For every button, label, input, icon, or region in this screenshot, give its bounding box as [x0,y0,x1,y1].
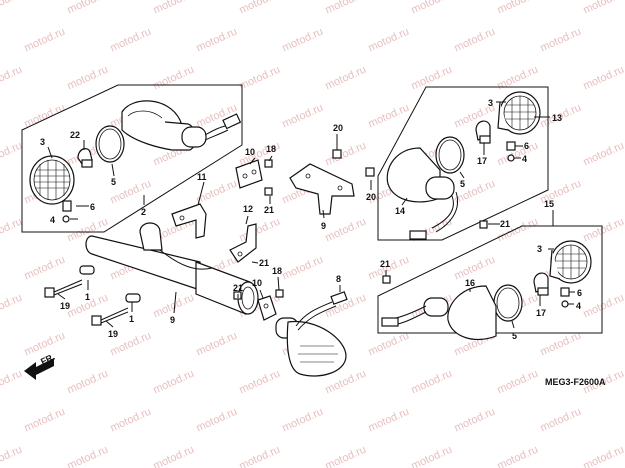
diagram-code: MEG3-F2600A [545,377,606,387]
callout: 3 [40,137,45,147]
screw-6-rear-15 [560,287,570,297]
callout: 2 [141,207,146,217]
front-left-signal-box [21,84,243,233]
callout: 1 [129,314,134,324]
leader-lines [47,101,575,329]
washer-4-front [62,215,70,223]
callout: 17 [536,308,546,318]
callout: 21 [264,205,274,215]
lens-rim-5-front [95,125,125,163]
bolt-21-center [264,187,273,196]
bolt-19-upper [264,159,273,168]
collar-1-lower [125,293,141,303]
bolt-18-lower [91,307,129,326]
bar-8 [85,222,259,315]
callout: 16 [465,278,475,288]
signal-assembly-7 [275,291,348,377]
callout: 21 [380,259,390,269]
bolt-19-lower [275,289,284,298]
washer-4-rear-15 [561,300,569,308]
lens-3-rear-13 [497,91,541,135]
rear-right-signal-box-15 [377,225,603,334]
bulb-17-rear-13 [475,120,491,144]
lens-3-rear-15 [549,240,592,284]
callout: 20 [333,123,343,133]
callout: 5 [460,179,465,189]
callout: 19 [108,329,118,339]
stay-12 [229,223,257,263]
callout: 9 [170,315,175,325]
screw-21-rear-13 [479,220,488,229]
callout: 20 [366,192,376,202]
callout: 4 [576,301,581,311]
callout: 11 [197,172,207,182]
bolt-18-upper [44,279,83,298]
callout: 5 [111,177,116,187]
callout: 18 [266,144,276,154]
callout: 19 [60,301,70,311]
front-direction-arrow [24,358,54,380]
callout: 4 [522,154,527,164]
bulb-22 [77,148,93,168]
callout: 6 [524,141,529,151]
callout: 10 [245,147,255,157]
callout: 6 [90,202,95,212]
plate-9 [289,163,355,215]
callout: 10 [252,278,262,288]
collar-1-upper [79,265,95,275]
callout: 6 [577,288,582,298]
callout: 8 [336,274,341,284]
callout: 1 [85,292,90,302]
callout: 14 [395,206,405,216]
screw-6-rear-13 [506,141,516,151]
lens-rim-5-rear-13 [435,136,465,174]
callout: 13 [552,113,562,123]
callout: 3 [537,244,542,254]
callout: 21 [259,258,269,268]
callout: 21 [233,283,243,293]
washer-4-rear-13 [507,154,515,162]
callout: 12 [243,204,253,214]
bracket-10-upper [235,159,263,189]
callout: 3 [488,98,493,108]
signal-assembly-front-left [121,100,242,151]
lens-3-front [29,155,75,205]
callout: 4 [50,215,55,225]
bulb-17-rear-15 [533,272,549,296]
signal-assembly-14 [386,147,458,240]
screw-6-front [62,200,72,212]
bracket-10-lower [257,295,277,321]
rear-right-signal-box-13 [377,86,549,241]
bolt-20-upper [332,149,342,159]
signal-assembly-16 [381,285,497,341]
callout: 22 [70,130,80,140]
callout: 21 [500,219,510,229]
callout: 18 [272,266,282,276]
callout: 17 [477,156,487,166]
lens-rim-5-rear-15 [493,284,523,322]
screw-21-rear-15 [382,275,391,284]
bolt-20-lower [365,167,375,177]
callout: 5 [512,331,517,341]
stay-11 [171,203,207,239]
callout: 9 [321,221,326,231]
callout: 15 [544,199,554,209]
